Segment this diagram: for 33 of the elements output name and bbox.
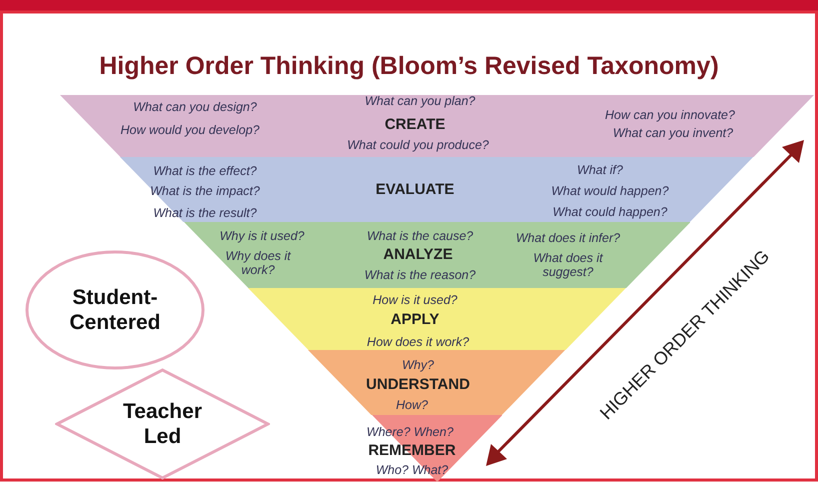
question-text: What is the reason? — [363, 268, 477, 282]
question-text: Why does it work? — [224, 249, 292, 277]
shape-label: Teacher Led — [122, 399, 203, 449]
question-text: Why? — [401, 358, 435, 372]
question-text: What is the effect? — [152, 164, 258, 178]
question-text: What if? — [576, 163, 624, 177]
level-name: CREATE — [384, 118, 446, 132]
question-text: How does it work? — [366, 335, 470, 349]
question-text: What does it infer? — [514, 231, 622, 245]
question-text: How? — [395, 398, 429, 412]
question-text: What is the result? — [152, 206, 258, 220]
question-text: What is the impact? — [149, 184, 261, 198]
ellipse-shape — [25, 250, 205, 370]
level-name: APPLY — [390, 313, 440, 327]
level-name: ANALYZE — [382, 248, 454, 262]
level-name: EVALUATE — [374, 183, 456, 197]
level-name: UNDERSTAND — [365, 378, 471, 392]
question-text: What can you design? — [132, 100, 258, 114]
diamond-shape — [55, 368, 270, 480]
question-text: Where? When? — [366, 425, 454, 439]
question-text: What could happen? — [552, 205, 668, 219]
question-text: How would you develop? — [120, 123, 260, 137]
question-text: How is it used? — [372, 293, 458, 307]
question-text: What does it suggest? — [532, 251, 604, 279]
shape-label: Student-Centered — [68, 285, 162, 335]
question-text: What can you invent? — [612, 126, 734, 140]
question-text: What can you plan? — [364, 94, 476, 108]
title: Higher Order Thinking (Bloom’s Revised Taxonomy) — [98, 52, 720, 81]
question-text: Why is it used? — [218, 229, 306, 243]
question-text: What is the cause? — [366, 229, 474, 243]
question-text: What could you produce? — [346, 138, 490, 152]
question-text: What would happen? — [550, 184, 670, 198]
question-text: How can you innovate? — [604, 108, 736, 122]
